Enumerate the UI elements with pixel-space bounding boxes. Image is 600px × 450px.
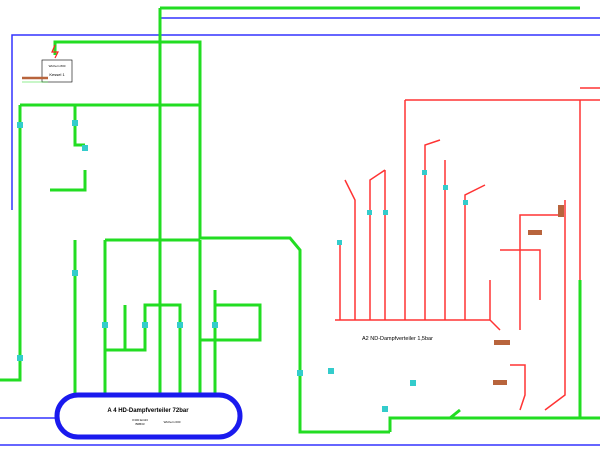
water-lines	[0, 17, 600, 446]
heat-exchangers	[493, 205, 564, 385]
boiler-label: Kessel 1	[49, 72, 65, 77]
boiler-kessel-1[interactable]: Wichern 800 Kessel 1	[22, 44, 73, 83]
hd-header-tag: Wichern 000	[164, 420, 181, 424]
hd-steam-lines	[0, 6, 600, 434]
valves	[17, 120, 468, 412]
hd-header-vessel[interactable]: A 4 HD-Dampfverteiler 72bar K300 Ein33 B…	[54, 392, 243, 440]
hd-header-sub1: K300 Ein33	[132, 418, 148, 422]
nd-steam-lines	[335, 87, 600, 411]
hd-header-sub2: B0B33	[135, 422, 144, 426]
hd-header-label: A 4 HD-Dampfverteiler 72bar	[107, 408, 189, 414]
boiler-tag: Wichern 800	[49, 64, 66, 68]
nd-header-label: A2 ND-Dampfverteiler 1,5bar	[362, 336, 433, 342]
